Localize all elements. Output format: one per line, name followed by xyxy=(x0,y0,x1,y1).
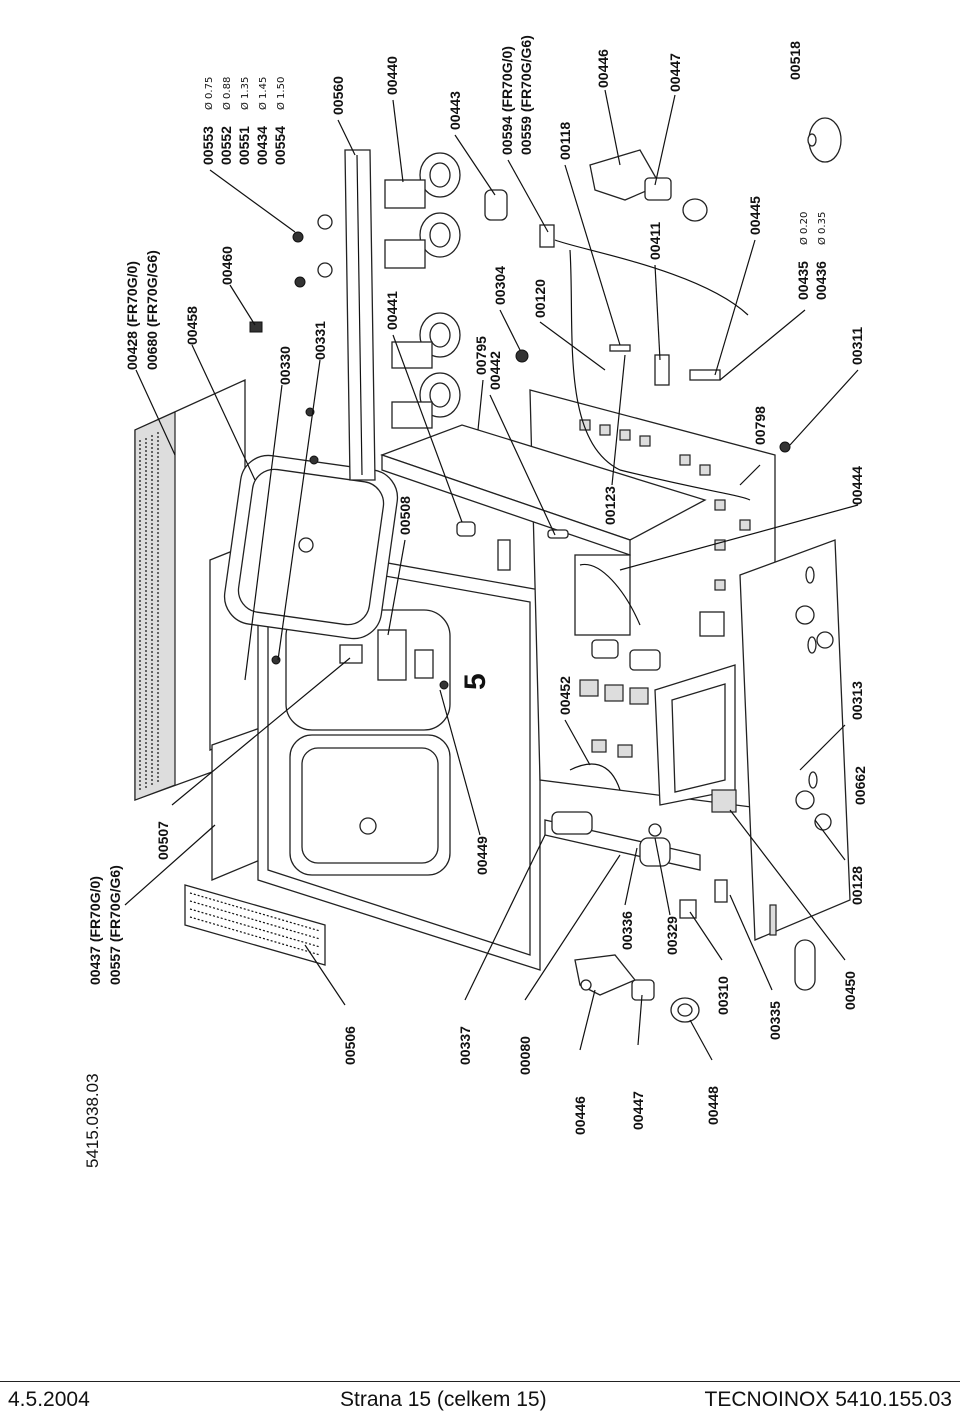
panel-holes xyxy=(579,419,751,758)
label-00458: 00458 xyxy=(184,306,200,345)
inner-door-glass xyxy=(223,454,399,640)
label-00795: 00795 xyxy=(473,336,489,375)
label-00506: 00506 xyxy=(342,1026,358,1065)
label-00552: 00552 xyxy=(218,126,234,165)
label-00436: 00436 xyxy=(813,261,829,300)
label-00337: 00337 xyxy=(457,1026,473,1065)
footer-date: 4.5.2004 xyxy=(8,1388,90,1411)
exploded-parts-diagram: 00428 (FR70G/0) 00680 (FR70G/G6) 00458 0… xyxy=(83,35,868,1168)
label-00444: 00444 xyxy=(849,466,865,505)
label-00447a: 00447 xyxy=(667,53,683,92)
label-00449: 00449 xyxy=(474,836,490,875)
burner-3 xyxy=(391,312,461,369)
footer-page-number: Strana 15 (celkem 15) xyxy=(340,1388,547,1411)
label-00304: 00304 xyxy=(492,266,508,305)
dia-00551: Ø 1.35 xyxy=(239,77,251,110)
label-00446b: 00446 xyxy=(572,1096,588,1135)
label-00447b: 00447 xyxy=(630,1091,646,1130)
label-00554: 00554 xyxy=(272,126,288,165)
label-00120: 00120 xyxy=(532,279,548,318)
label-00680: 00680 (FR70G/G6) xyxy=(144,250,160,370)
label-00452: 00452 xyxy=(557,676,573,715)
label-00428: 00428 (FR70G/0) xyxy=(124,261,140,370)
valves-knobs xyxy=(591,605,834,831)
label-00798: 00798 xyxy=(752,406,768,445)
leader-lines xyxy=(124,89,859,1061)
burner-2 xyxy=(384,212,461,269)
label-00329: 00329 xyxy=(664,916,680,955)
label-00448: 00448 xyxy=(705,1086,721,1125)
base-tray-00795 xyxy=(380,424,707,556)
label-00434: 00434 xyxy=(254,126,270,165)
burner-1 xyxy=(384,152,461,209)
label-00435: 00435 xyxy=(795,261,811,300)
label-00118: 00118 xyxy=(557,122,573,160)
label-00437: 00437 (FR70G/0) xyxy=(87,876,103,985)
burner-4 xyxy=(391,372,461,429)
side-trim-strips xyxy=(209,539,261,881)
label-00662: 00662 xyxy=(852,766,868,805)
label-00518: 00518 xyxy=(787,41,803,80)
label-00450: 00450 xyxy=(842,971,858,1010)
small-fittings xyxy=(249,189,529,465)
label-00594: 00594 (FR70G/0) xyxy=(499,46,515,155)
gas-pipe xyxy=(554,239,751,501)
label-00553: 00553 xyxy=(200,126,216,165)
dia-00552: Ø 0.88 xyxy=(221,77,233,110)
label-00557: 00557 (FR70G/G6) xyxy=(107,865,123,985)
label-00441: 00441 xyxy=(384,291,400,330)
label-00507: 00507 xyxy=(155,821,171,860)
bottom-grille-mesh xyxy=(189,892,321,956)
page-footer: 4.5.2004 Strana 15 (celkem 15) TECNOINOX… xyxy=(0,1381,960,1421)
label-00442: 00442 xyxy=(487,351,503,390)
label-00311: 00311 xyxy=(849,327,865,365)
label-00560: 00560 xyxy=(330,76,346,115)
dia-00554: Ø 1.50 xyxy=(275,77,287,110)
label-00310: 00310 xyxy=(715,976,731,1015)
label-00335: 00335 xyxy=(767,1001,783,1040)
label-00443: 00443 xyxy=(447,91,463,130)
label-00313: 00313 xyxy=(849,681,865,720)
oven-door xyxy=(257,539,541,971)
label-00446a: 00446 xyxy=(595,49,611,88)
back-panel xyxy=(529,389,776,811)
control-box-right xyxy=(654,611,737,813)
page-marker: 5 xyxy=(459,673,492,690)
label-00336: 00336 xyxy=(619,911,635,950)
side-rail-00662 xyxy=(739,539,851,991)
label-00331: 00331 xyxy=(312,321,328,360)
label-00445: 00445 xyxy=(747,196,763,235)
label-00330: 00330 xyxy=(277,346,293,385)
thermostat-lower xyxy=(574,954,700,1023)
lower-gas-rail xyxy=(544,763,701,871)
part-labels: 00428 (FR70G/0) 00680 (FR70G/G6) 00458 0… xyxy=(83,35,868,1168)
knob-00518 xyxy=(807,117,842,163)
top-rail-00560 xyxy=(344,149,376,481)
burners xyxy=(384,152,461,429)
label-00411: 00411 xyxy=(647,222,663,260)
footer-manufacturer: TECNOINOX 5410.155.03 xyxy=(704,1388,952,1411)
label-00080: 00080 xyxy=(517,1036,533,1075)
document-number: 5415.038.03 xyxy=(83,1073,102,1168)
thermostat-upper xyxy=(589,149,708,222)
control-box-left xyxy=(574,554,641,636)
dia-00435: Ø 0.20 xyxy=(798,212,810,245)
label-00128: 00128 xyxy=(849,866,865,905)
label-00551: 00551 xyxy=(236,126,252,165)
label-00559: 00559 (FR70G/G6) xyxy=(518,35,534,155)
label-00460: 00460 xyxy=(219,246,235,285)
label-00123: 00123 xyxy=(602,486,618,525)
drawing-layer: 00428 (FR70G/0) 00680 (FR70G/G6) 00458 0… xyxy=(83,35,868,1168)
dia-00436: Ø 0.35 xyxy=(816,212,828,245)
door-hinges xyxy=(339,629,434,681)
bottom-grille-panel xyxy=(184,884,326,966)
label-00440: 00440 xyxy=(384,56,400,95)
label-00508: 00508 xyxy=(397,496,413,535)
dia-00553: Ø 0.75 xyxy=(203,77,215,110)
dia-00434: Ø 1.45 xyxy=(257,77,269,110)
